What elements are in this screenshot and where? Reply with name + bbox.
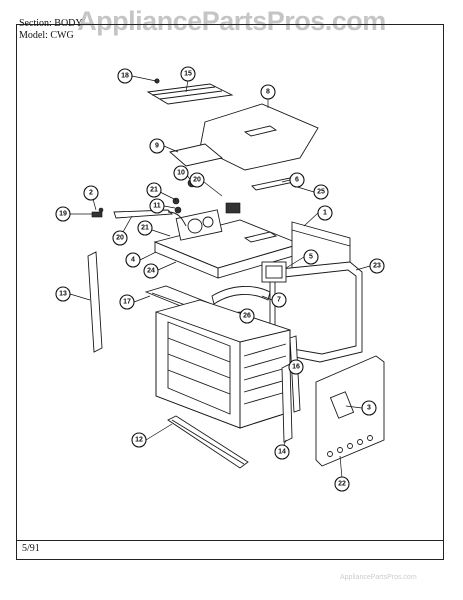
callout-14: 14 [274,444,290,460]
callout-25: 25 [313,184,329,200]
callout-16: 16 [288,359,304,375]
duct [211,286,271,305]
callout-19: 19 [55,206,71,222]
svg-text:17: 17 [123,299,131,306]
callout-8: 8 [260,84,276,100]
svg-text:21: 21 [141,225,149,232]
callout-11: 11 [149,198,165,214]
svg-text:11: 11 [153,203,161,210]
bottom-trim [167,415,249,469]
front-trim [281,363,293,443]
svg-text:1: 1 [323,210,327,217]
left-side-trim [87,251,103,353]
svg-text:13: 13 [59,291,67,298]
callout-13: 13 [55,286,71,302]
svg-text:18: 18 [121,73,129,80]
svg-text:23: 23 [373,263,381,270]
svg-text:6: 6 [295,177,299,184]
svg-text:10: 10 [177,170,185,177]
bracket [251,177,295,191]
svg-text:12: 12 [135,437,143,444]
callout-3: 3 [361,400,377,416]
callout-17: 17 [119,294,135,310]
callout-26: 26 [239,308,255,324]
control-panel [315,355,385,467]
top-trim-strip [146,83,234,105]
callout-12: 12 [131,432,147,448]
top-panel [199,103,319,171]
callout-18: 18 [117,68,133,84]
svg-text:21: 21 [150,187,158,194]
callout-1: 1 [317,205,333,221]
svg-text:16: 16 [292,364,300,371]
svg-text:14: 14 [278,449,286,456]
svg-text:20: 20 [193,177,201,184]
svg-text:19: 19 [59,211,67,218]
callout-5: 5 [303,249,319,265]
svg-text:5: 5 [309,254,313,261]
svg-text:2: 2 [89,190,93,197]
watermark-text: AppliancePartsPros.com [77,6,386,36]
callout-21-top: 21 [146,182,162,198]
model-label: Model: CWG [19,30,74,41]
svg-text:20: 20 [116,235,124,242]
callout-20: 20 [112,230,128,246]
svg-text:7: 7 [277,297,281,304]
svg-text:26: 26 [243,313,251,320]
callout-4: 4 [125,252,141,268]
leader-lines [69,75,371,479]
callout-22: 22 [334,476,350,492]
callout-10: 10 [173,165,189,181]
burner-box [153,202,302,279]
svg-text:25: 25 [317,189,325,196]
svg-text:3: 3 [367,405,371,412]
callout-7: 7 [271,292,287,308]
svg-text:15: 15 [184,71,192,78]
diagram-sheet-border [16,24,444,560]
svg-text:9: 9 [155,143,159,150]
watermark-small-text: AppliancePartsPros.com [340,574,417,581]
callout-9: 9 [149,138,165,154]
callout-2: 2 [83,185,99,201]
callout-20-top: 20 [189,172,205,188]
insulation-pad [169,143,223,167]
callout-24: 24 [143,263,159,279]
callout-6: 6 [289,172,305,188]
svg-text:22: 22 [338,481,346,488]
section-label: Section: BODY [19,18,83,29]
callout-23: 23 [369,258,385,274]
callout-21: 21 [137,220,153,236]
svg-text:24: 24 [147,268,155,275]
callout-15: 15 [180,66,196,82]
svg-text:8: 8 [266,89,270,96]
connector-block [261,261,287,283]
revision-date: 5/91 [22,543,40,554]
footer-divider [16,540,444,541]
svg-text:4: 4 [131,257,135,264]
